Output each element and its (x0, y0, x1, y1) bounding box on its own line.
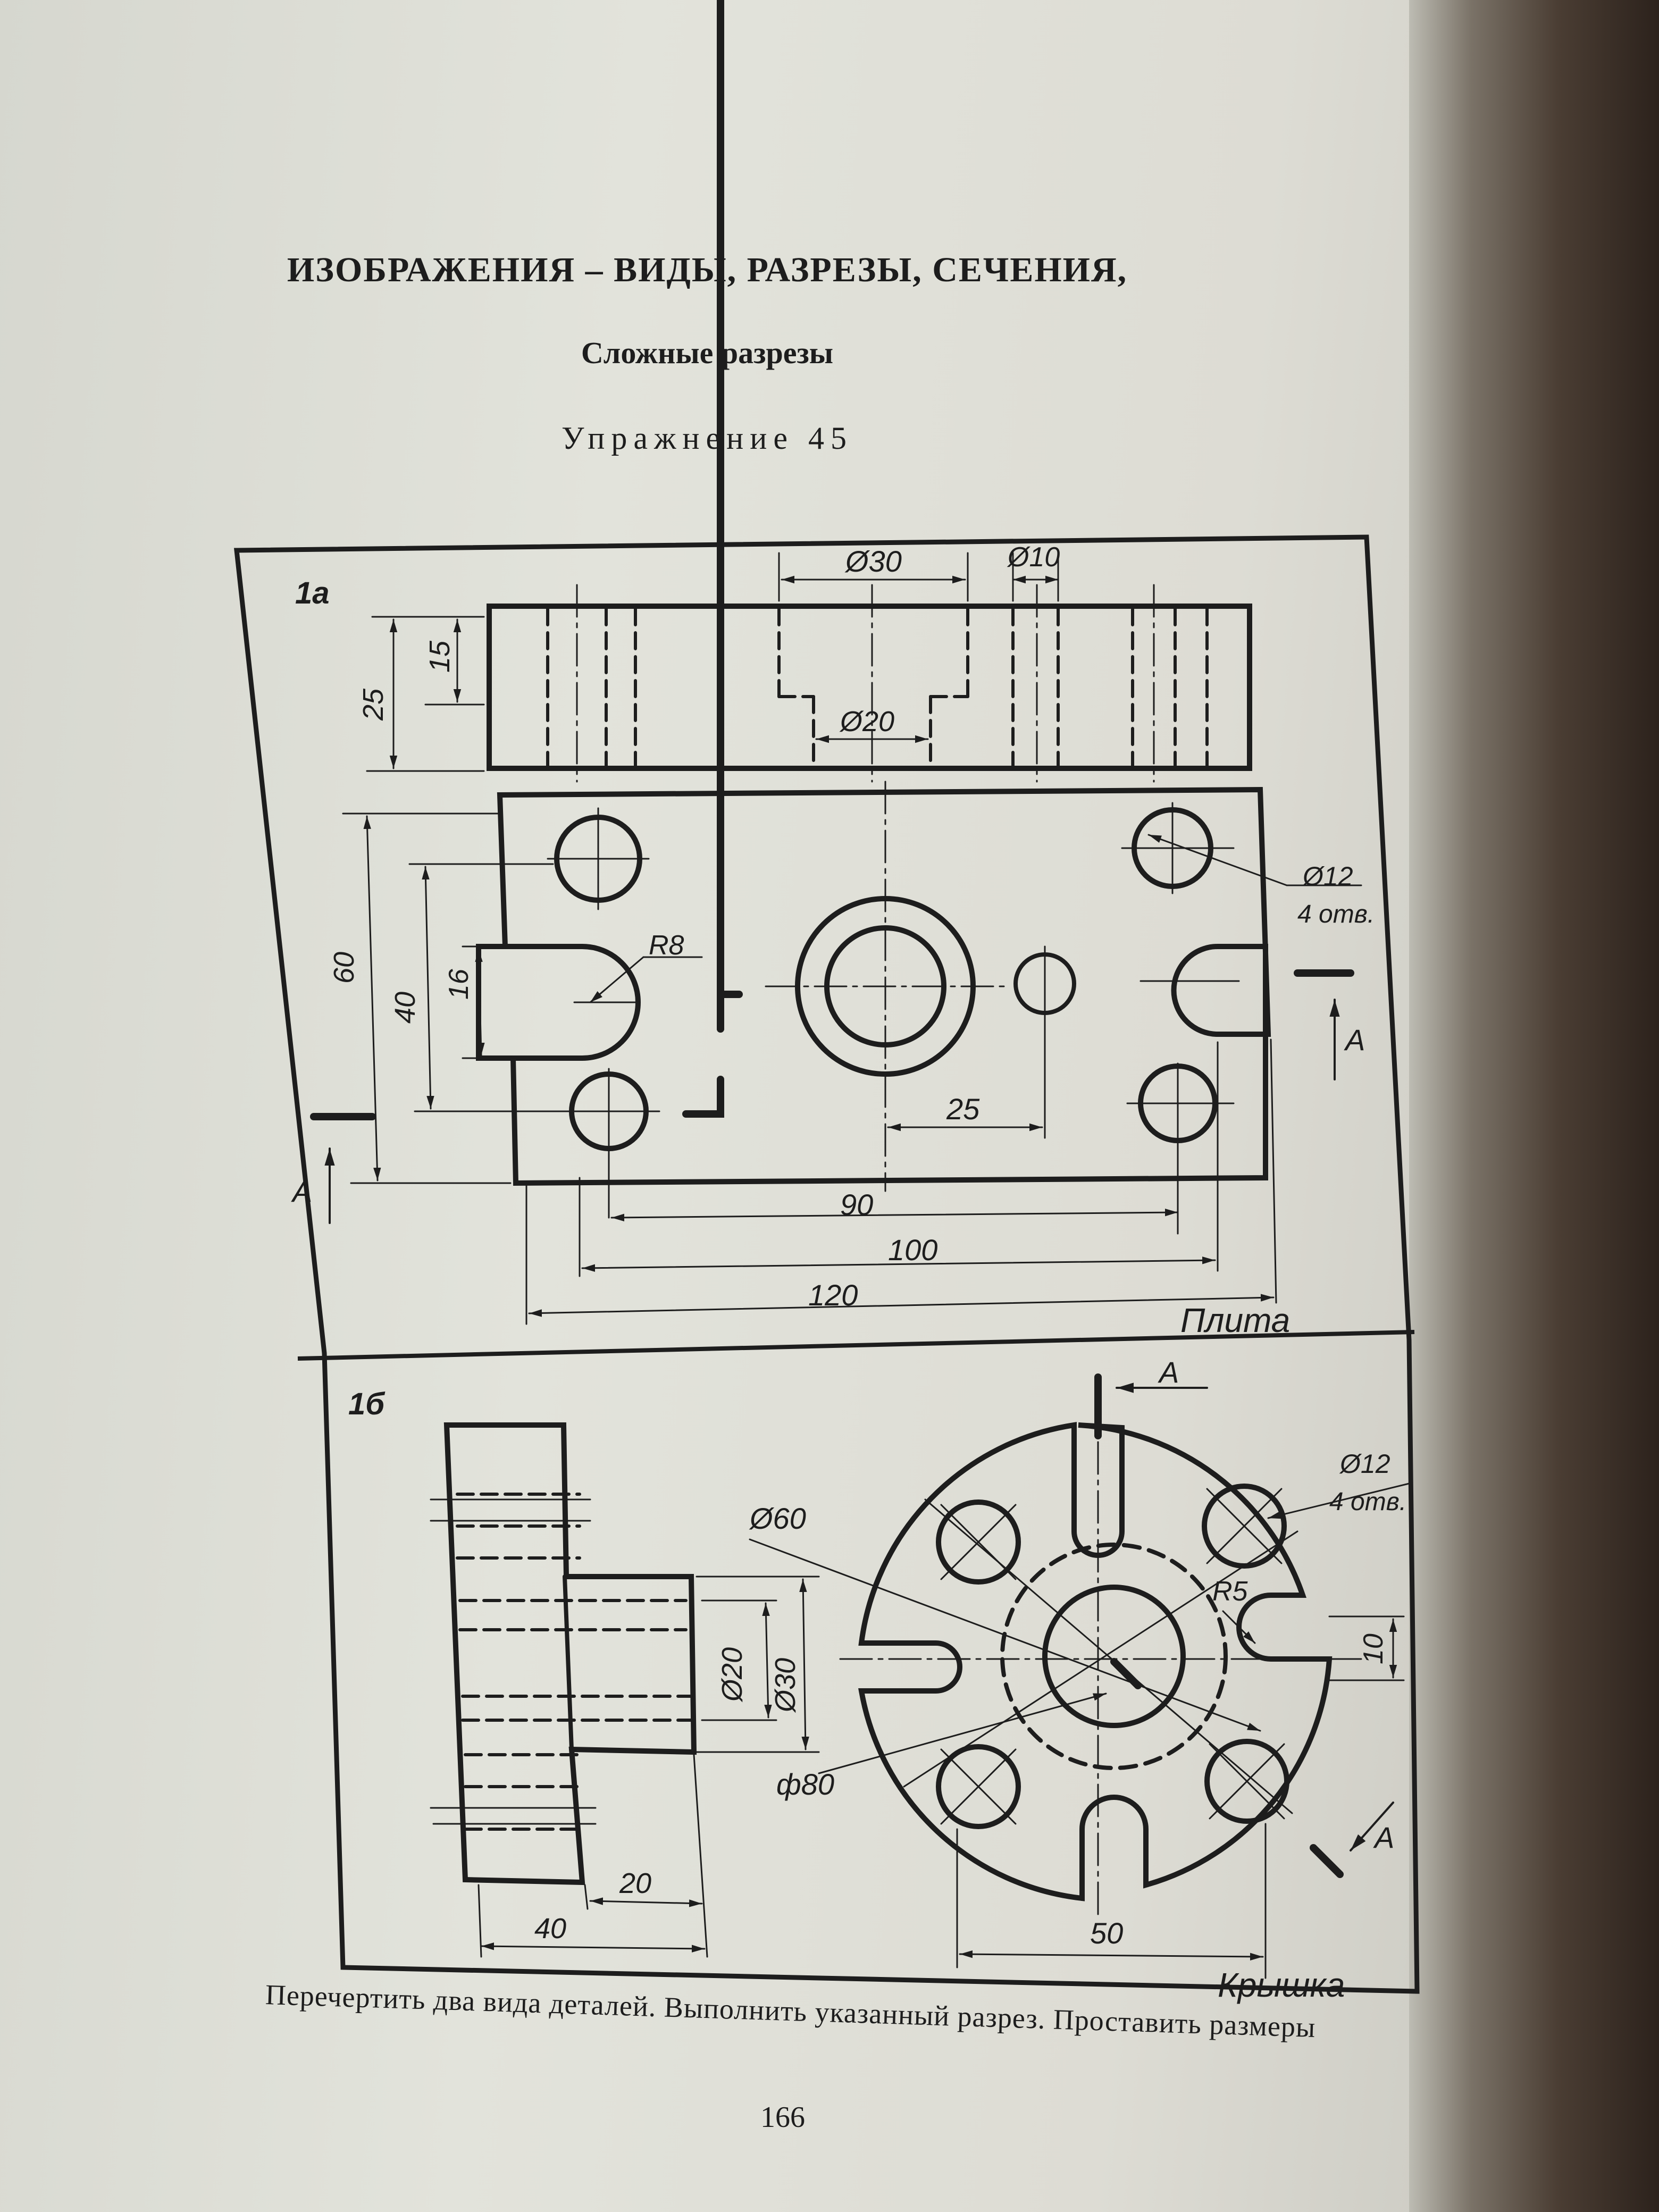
dim-holes-b: 4 отв. (1329, 1488, 1406, 1516)
part-1b-labels: 1б Ø60 ф80 Ø12 4 отв. R5 10 Ø20 Ø30 20 4… (348, 1355, 1406, 2004)
part-name-plita: Плита (1180, 1301, 1290, 1339)
dim-d80: ф80 (776, 1767, 834, 1801)
dim-h15: 15 (424, 640, 456, 673)
part-1b (430, 1373, 1410, 1979)
dim-l50: 50 (1090, 1916, 1123, 1950)
dim-d20-b: Ø20 (716, 1647, 748, 1703)
book-page (0, 0, 1414, 2212)
page-number: 166 (760, 2101, 805, 2134)
dim-l90: 90 (840, 1188, 873, 1221)
dim-d12: Ø12 (1302, 861, 1353, 891)
dim-w40: 40 (389, 992, 421, 1024)
section-label-bottom: А (1373, 1821, 1394, 1854)
dim-holes: 4 отв. (1297, 900, 1375, 928)
section-label-left: А (291, 1175, 312, 1208)
page-title: ИЗОБРАЖЕНИЯ – ВИДЫ, РАЗРЕЗЫ, СЕЧЕНИЯ, (287, 250, 1128, 289)
dim-d20: Ø20 (839, 706, 894, 738)
dim-offset-25: 25 (946, 1092, 980, 1126)
dim-r8: R8 (649, 930, 684, 961)
dim-l120: 120 (808, 1278, 858, 1312)
dim-d10: Ø10 (1007, 542, 1060, 573)
drawing-frame (233, 534, 1420, 1994)
page-subtitle: Сложные разрезы (581, 336, 834, 370)
label-1b: 1б (348, 1387, 386, 1421)
dim-d30-b: Ø30 (769, 1658, 801, 1713)
section-label-top: А (1158, 1355, 1179, 1389)
part-1a (310, 0, 1362, 1325)
dim-l20: 20 (619, 1867, 651, 1899)
dim-r5: R5 (1212, 1576, 1249, 1607)
exercise-number: Упражнение 45 (562, 421, 853, 456)
part-1a-labels: 1а Ø30 Ø10 Ø20 25 15 Ø12 4 отв. R8 60 40… (291, 542, 1375, 1339)
dim-h25: 25 (357, 688, 389, 721)
book-spine (1409, 0, 1659, 2212)
dim-w60: 60 (328, 952, 360, 984)
dim-w16: 16 (443, 969, 474, 1000)
dim-w10: 10 (1358, 1633, 1389, 1664)
dim-d12-b: Ø12 (1339, 1449, 1390, 1479)
dim-d30: Ø30 (844, 544, 902, 578)
section-label-right: А (1344, 1023, 1365, 1057)
label-1a: 1а (295, 576, 330, 610)
frame-divider (297, 1330, 1415, 1361)
part-name-kryshka: Крышка (1218, 1966, 1345, 2004)
dim-l100: 100 (888, 1233, 937, 1267)
dim-l40: 40 (534, 1913, 566, 1945)
dim-d60: Ø60 (749, 1502, 806, 1535)
